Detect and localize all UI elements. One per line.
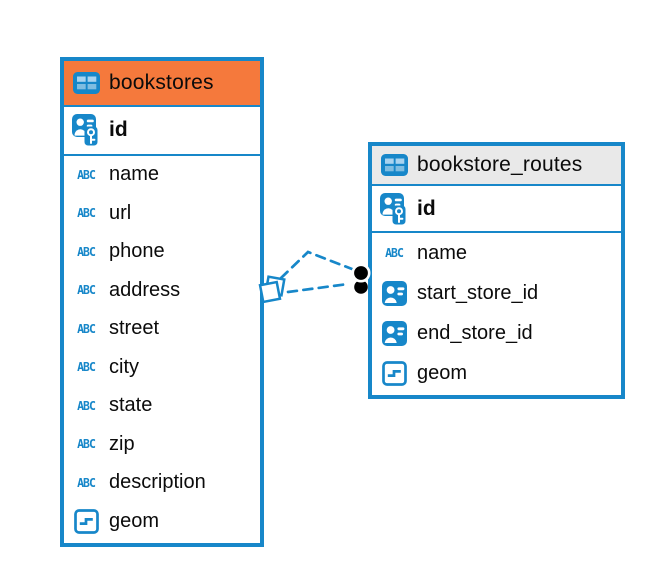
table-header[interactable]: bookstore_routes — [372, 146, 621, 186]
column-row-id[interactable]: id — [372, 186, 621, 233]
column-name: url — [109, 201, 132, 224]
column-name: description — [109, 471, 206, 494]
text-type-icon: ABC — [77, 475, 96, 491]
column-name: phone — [109, 240, 165, 263]
column-row-city[interactable]: ABC city — [64, 348, 260, 387]
column-name: start_store_id — [417, 281, 539, 304]
column-row-description[interactable]: ABC description — [64, 463, 260, 502]
column-name: city — [109, 355, 139, 378]
column-row-id[interactable]: id — [64, 107, 260, 156]
text-type-icon: ABC — [385, 245, 404, 261]
text-type-icon: ABC — [77, 244, 96, 260]
dot-marker[interactable] — [351, 263, 371, 294]
column-row-end_store_id[interactable]: end_store_id — [372, 313, 621, 354]
column-name: zip — [109, 432, 135, 455]
text-type-icon: ABC — [77, 398, 96, 414]
table-icon — [71, 72, 101, 94]
column-row-address[interactable]: ABC address — [64, 271, 260, 310]
column-name: name — [417, 241, 468, 264]
column-row-phone[interactable]: ABC phone — [64, 232, 260, 271]
column-row-street[interactable]: ABC street — [64, 309, 260, 348]
column-row-state[interactable]: ABC state — [64, 386, 260, 425]
column-row-name[interactable]: ABC name — [64, 155, 260, 194]
primary-key-icon — [379, 192, 409, 225]
column-name: geom — [109, 509, 160, 532]
table-title: bookstores — [109, 71, 214, 94]
column-row-name[interactable]: ABC name — [372, 233, 621, 274]
column-name: street — [109, 317, 160, 340]
column-row-geom[interactable]: geom — [64, 502, 260, 541]
column-row-geom[interactable]: geom — [372, 353, 621, 394]
column-name: id — [417, 196, 436, 220]
table-title: bookstore_routes — [417, 153, 583, 176]
column-row-zip[interactable]: ABC zip — [64, 425, 260, 464]
geometry-type-icon — [379, 361, 409, 387]
geometry-type-icon — [71, 508, 101, 534]
text-type-icon: ABC — [77, 321, 96, 337]
relationship-line[interactable] — [279, 250, 354, 280]
column-row-start_store_id[interactable]: start_store_id — [372, 273, 621, 314]
column-name: geom — [417, 362, 468, 385]
text-type-icon: ABC — [77, 436, 96, 452]
column-name: name — [109, 163, 160, 186]
foreign-key-icon — [379, 280, 409, 306]
foreign-key-icon — [379, 321, 409, 347]
column-name: id — [109, 118, 128, 142]
relationship-line[interactable] — [286, 282, 350, 294]
primary-key-icon — [71, 114, 101, 146]
column-name: address — [109, 278, 181, 301]
text-type-icon: ABC — [77, 282, 96, 298]
text-type-icon: ABC — [77, 167, 96, 183]
table-header[interactable]: bookstores — [64, 61, 260, 107]
column-row-url[interactable]: ABC url — [64, 194, 260, 233]
text-type-icon: ABC — [77, 205, 96, 221]
column-name: state — [109, 394, 153, 417]
table-icon — [379, 154, 409, 176]
text-type-icon: ABC — [77, 359, 96, 375]
column-name: end_store_id — [417, 322, 533, 345]
